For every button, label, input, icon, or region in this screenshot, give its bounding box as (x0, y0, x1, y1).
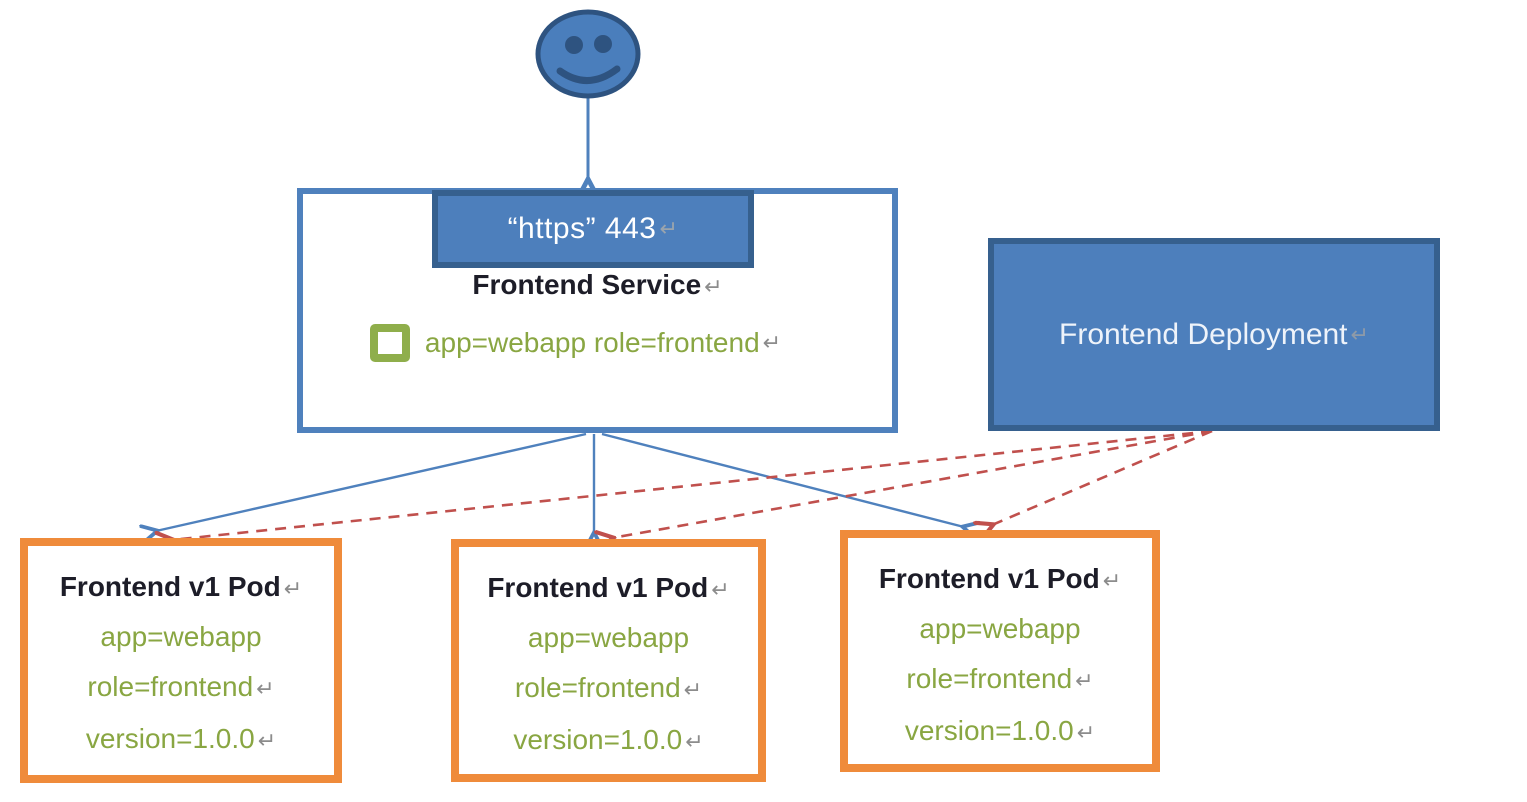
return-mark: ↵ (1102, 568, 1122, 593)
arrow-deployment-to-pod1 (172, 429, 1213, 540)
pod-label-app: app=webapp (100, 621, 262, 652)
pod-label-app: app=webapp (919, 613, 1081, 644)
return-mark: ↵ (762, 330, 782, 355)
pod-label-role: role=frontend↵ (87, 671, 275, 702)
return-mark: ↵ (1075, 668, 1094, 693)
return-mark: ↵ (711, 577, 730, 602)
return-mark: ↵ (685, 729, 704, 754)
smiley-user-icon (535, 9, 641, 99)
return-mark: ↵ (683, 677, 703, 702)
pod-label-version: version=1.0.0↵ (513, 724, 704, 755)
pod-label-version: version=1.0.0↵ (904, 715, 1096, 746)
return-mark: ↵ (1350, 321, 1369, 347)
return-mark: ↵ (257, 728, 277, 753)
frontend-deployment-box: Frontend Deployment↵ (988, 238, 1440, 431)
arrow-deployment-to-pod2 (612, 429, 1213, 538)
deployment-name: Frontend Deployment (1059, 317, 1348, 351)
pod-box-1: Frontend v1 Pod↵ app=webapp role=fronten… (20, 538, 342, 783)
arrow-deployment-to-pod3 (992, 429, 1213, 525)
checkbox-icon (369, 324, 410, 362)
service-port-chip: “https” 443↵ (432, 190, 754, 268)
pod-title: Frontend v1 Pod↵ (878, 563, 1122, 594)
arrow-service-to-pod3 (601, 432, 964, 527)
pod-title: Frontend v1 Pod↵ (59, 571, 303, 602)
pod-label-role: role=frontend↵ (514, 672, 703, 703)
service-selector-label: app=webapp role=frontend (424, 327, 760, 358)
pod-label-app: app=webapp (527, 622, 690, 653)
return-mark: ↵ (704, 274, 723, 299)
pod-title: Frontend v1 Pod↵ (487, 572, 730, 603)
service-selector-row: app=webapp role=frontend↵ (281, 318, 870, 368)
return-mark: ↵ (1076, 720, 1096, 745)
service-port-label: “https” 443 (507, 212, 657, 245)
return-mark: ↵ (659, 216, 679, 241)
pod-box-3: Frontend v1 Pod↵ app=webapp role=fronten… (840, 530, 1160, 772)
service-name: Frontend Service↵ (472, 269, 723, 300)
return-mark: ↵ (256, 676, 275, 701)
pod-label-role: role=frontend↵ (906, 663, 1094, 694)
pod-label-version: version=1.0.0↵ (85, 723, 277, 754)
return-mark: ↵ (283, 576, 303, 601)
pod-box-2: Frontend v1 Pod↵ app=webapp role=fronten… (451, 539, 766, 782)
arrow-service-to-pod1 (156, 432, 587, 531)
